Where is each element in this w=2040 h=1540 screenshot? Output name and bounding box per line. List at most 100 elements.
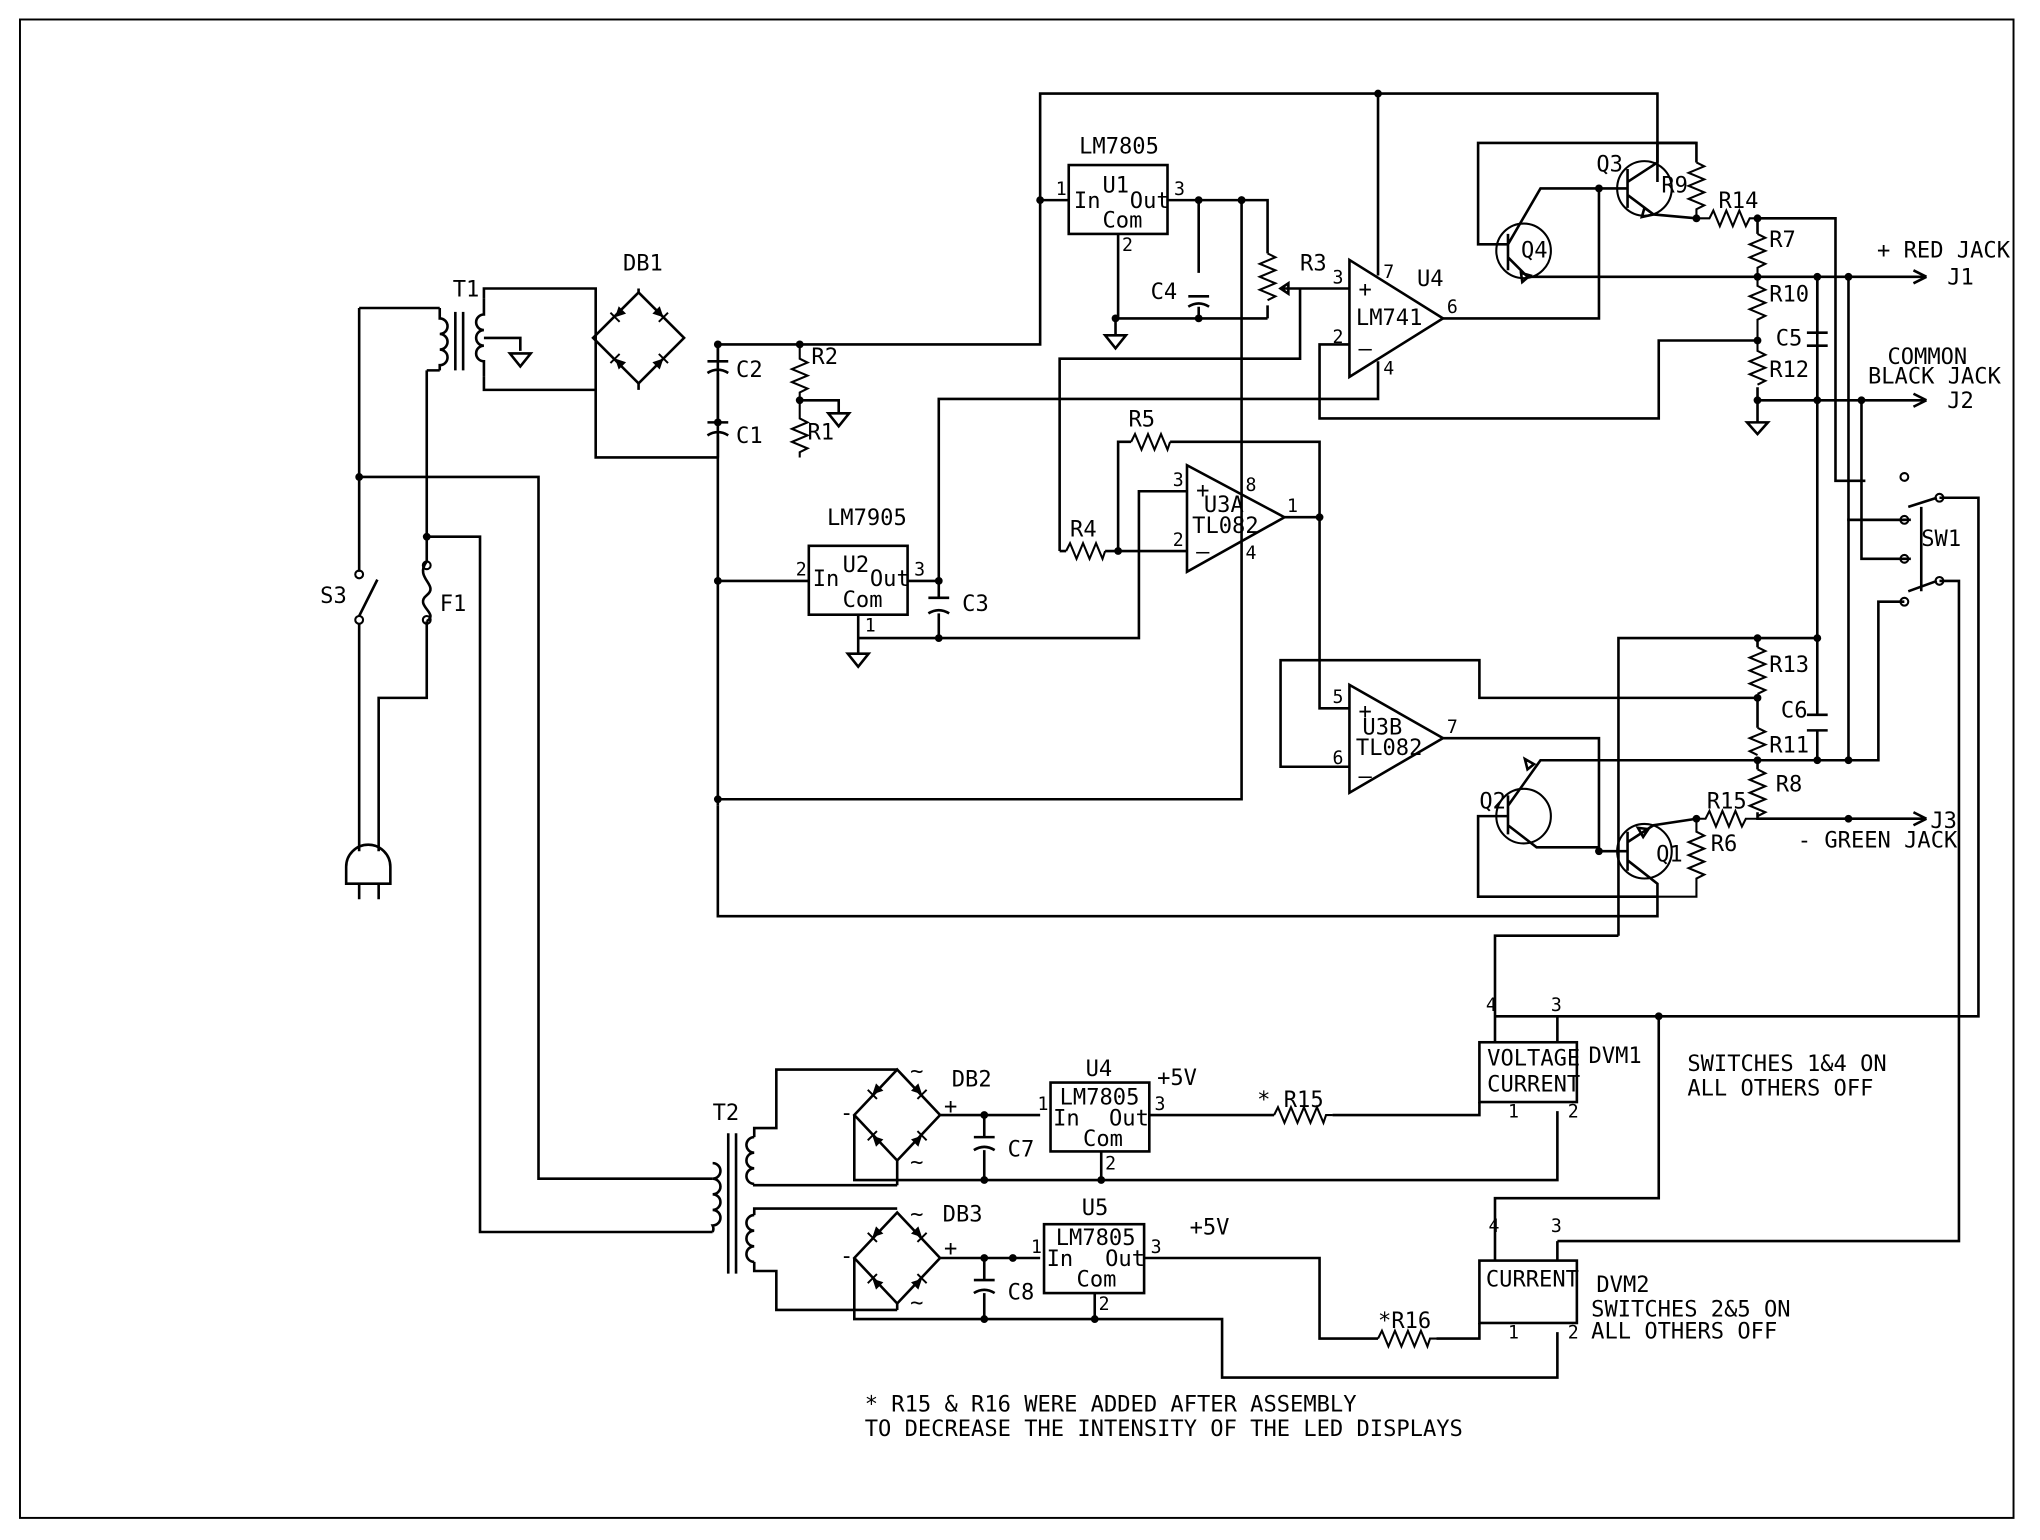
svg-text:7: 7 [1383, 262, 1394, 283]
input-filter: C2 C1 R2 R1 [706, 340, 852, 806]
u5-regulator: U5 LM7805 In Out Com +5V 1 3 2 *R16 [1031, 1195, 1481, 1350]
dvm1-line2: CURRENT [1487, 1072, 1580, 1098]
t1-transformer: T1 [438, 276, 718, 459]
dvm1-label: DVM1 [1589, 1043, 1642, 1069]
u1-ref: U1 [1103, 172, 1130, 198]
r14-label: R14 [1719, 188, 1759, 214]
s3-switch [354, 569, 379, 625]
u2-part: LM7905 [827, 505, 907, 531]
svg-text:-: - [840, 1243, 853, 1269]
svg-text:1: 1 [1287, 496, 1298, 517]
svg-text:3: 3 [1155, 1094, 1166, 1115]
svg-text:1: 1 [1031, 1237, 1042, 1258]
common-jack-1: COMMON [1887, 344, 1967, 370]
red-jack: + RED JACK [1877, 237, 2011, 263]
c1-label: C1 [736, 423, 763, 449]
u2-com: Com [843, 587, 883, 613]
svg-text:4: 4 [1245, 543, 1256, 564]
u4reg-ref: U4 [1086, 1056, 1113, 1082]
q2-label: Q2 [1479, 788, 1506, 814]
u5-rail: +5V [1190, 1215, 1230, 1241]
u4reg-part: LM7805 [1060, 1085, 1140, 1111]
db3-label: DB3 [943, 1202, 983, 1228]
r11-label: R11 [1769, 732, 1809, 758]
u4reg-com: Com [1083, 1126, 1123, 1152]
mains-input: S3 F1 [320, 306, 713, 1234]
u4reg-in: In [1053, 1105, 1080, 1131]
u1-in: In [1074, 188, 1101, 214]
svg-text:1: 1 [1056, 179, 1067, 200]
r15-label: R15 [1707, 788, 1747, 814]
svg-text:2: 2 [1568, 1323, 1579, 1344]
r8-label: R8 [1776, 771, 1803, 797]
u2-ref: U2 [843, 552, 870, 578]
j3-label: J3 [1930, 808, 1957, 834]
r6-label: R6 [1711, 831, 1738, 857]
dvm1-note-1: SWITCHES 1&4 ON [1687, 1051, 1886, 1077]
u1-com: Com [1103, 207, 1143, 233]
r7-label: R7 [1769, 227, 1796, 253]
svg-text:6: 6 [1447, 297, 1458, 318]
footnote-line-2: TO DECREASE THE INTENSITY OF THE LED DIS… [865, 1416, 1463, 1442]
f1-fuse [421, 560, 432, 623]
svg-text:3: 3 [1551, 1216, 1562, 1237]
u3a-opamp: U3A TL082 + – 3 2 8 1 4 R4 R5 [717, 196, 1350, 801]
svg-text:3: 3 [1174, 179, 1185, 200]
u4-opamp: U4 LM741 + – 3 7 6 2 4 [937, 89, 1762, 581]
u4-regulator: U4 LM7805 In Out Com +5V 1 3 2 * R15 [1038, 1056, 1481, 1181]
dvm1-note-2: ALL OTHERS OFF [1687, 1076, 1873, 1102]
svg-text:–: – [1359, 764, 1373, 790]
svg-text:2: 2 [1173, 530, 1184, 551]
svg-text:5: 5 [1333, 687, 1344, 708]
db3-bridge: DB3 ~ ~ - + C8 [840, 1202, 1559, 1379]
dvm2-meter: CURRENT DVM2 4 3 1 2 SWITCHES 2&5 ON ALL… [1478, 1016, 1791, 1345]
u4-part: LM741 [1356, 305, 1422, 331]
u5-part: LM7805 [1056, 1225, 1136, 1251]
f1-label: F1 [440, 591, 467, 617]
svg-text:2: 2 [1099, 1294, 1110, 1315]
r5-label: R5 [1129, 406, 1156, 432]
r4-label: R4 [1070, 517, 1097, 543]
q1-label: Q1 [1656, 842, 1683, 868]
u4reg-rail: +5V [1157, 1065, 1197, 1091]
svg-text:3: 3 [1551, 995, 1562, 1016]
db1-label: DB1 [623, 250, 663, 276]
svg-text:~: ~ [910, 1150, 923, 1176]
svg-text:2: 2 [1105, 1154, 1116, 1175]
c7-label: C7 [1008, 1137, 1035, 1163]
r12-label: R12 [1769, 357, 1809, 383]
svg-text:~: ~ [910, 1290, 923, 1316]
sw1-label: SW1 [1921, 526, 1961, 552]
u1-part: LM7805 [1079, 133, 1159, 159]
dvm2-note-1: SWITCHES 2&5 ON [1591, 1296, 1790, 1322]
u1-regulator: LM7805 U1 In Out Com 1 3 2 C4 [1036, 133, 1268, 351]
c6-label: C6 [1781, 697, 1808, 723]
t2-transformer: T2 [710, 1068, 898, 1312]
r13-label: R13 [1769, 652, 1809, 678]
r3-label: R3 [1300, 250, 1327, 276]
q1-transistor [1616, 822, 1673, 880]
u2-regulator: LM7905 U2 In Out Com 2 3 1 C3 [713, 505, 989, 804]
r2-label: R2 [811, 344, 838, 370]
dvm1-line1: VOLTAGE [1487, 1046, 1580, 1072]
svg-text:-: - [840, 1100, 853, 1126]
db1-bridge: DB1 [591, 92, 1659, 458]
u5-in: In [1047, 1246, 1074, 1272]
q4-transistor [1495, 222, 1552, 280]
output-divider: R7 R10 R12 C5 + RED JACK J1 COMMON BLACK… [1744, 214, 2011, 561]
svg-text:3: 3 [914, 560, 925, 581]
t1-label: T1 [453, 276, 480, 302]
u3a-part: TL082 [1192, 513, 1258, 539]
u5-out: Out [1105, 1246, 1145, 1272]
svg-text:2: 2 [1333, 327, 1344, 348]
u3b-part: TL082 [1356, 735, 1422, 761]
u2-in: In [813, 566, 840, 592]
j2-label: J2 [1947, 388, 1974, 414]
r3-potentiometer: R3 [1058, 198, 1350, 552]
negative-pass-transistors: R13 C6 R11 R8 R15 R6 Q1 Q2 - GREEN JACK … [716, 276, 1958, 936]
svg-text:3: 3 [1151, 1237, 1162, 1258]
svg-text:8: 8 [1245, 475, 1256, 496]
svg-text:1: 1 [1038, 1094, 1049, 1115]
svg-text:–: – [1359, 336, 1373, 362]
